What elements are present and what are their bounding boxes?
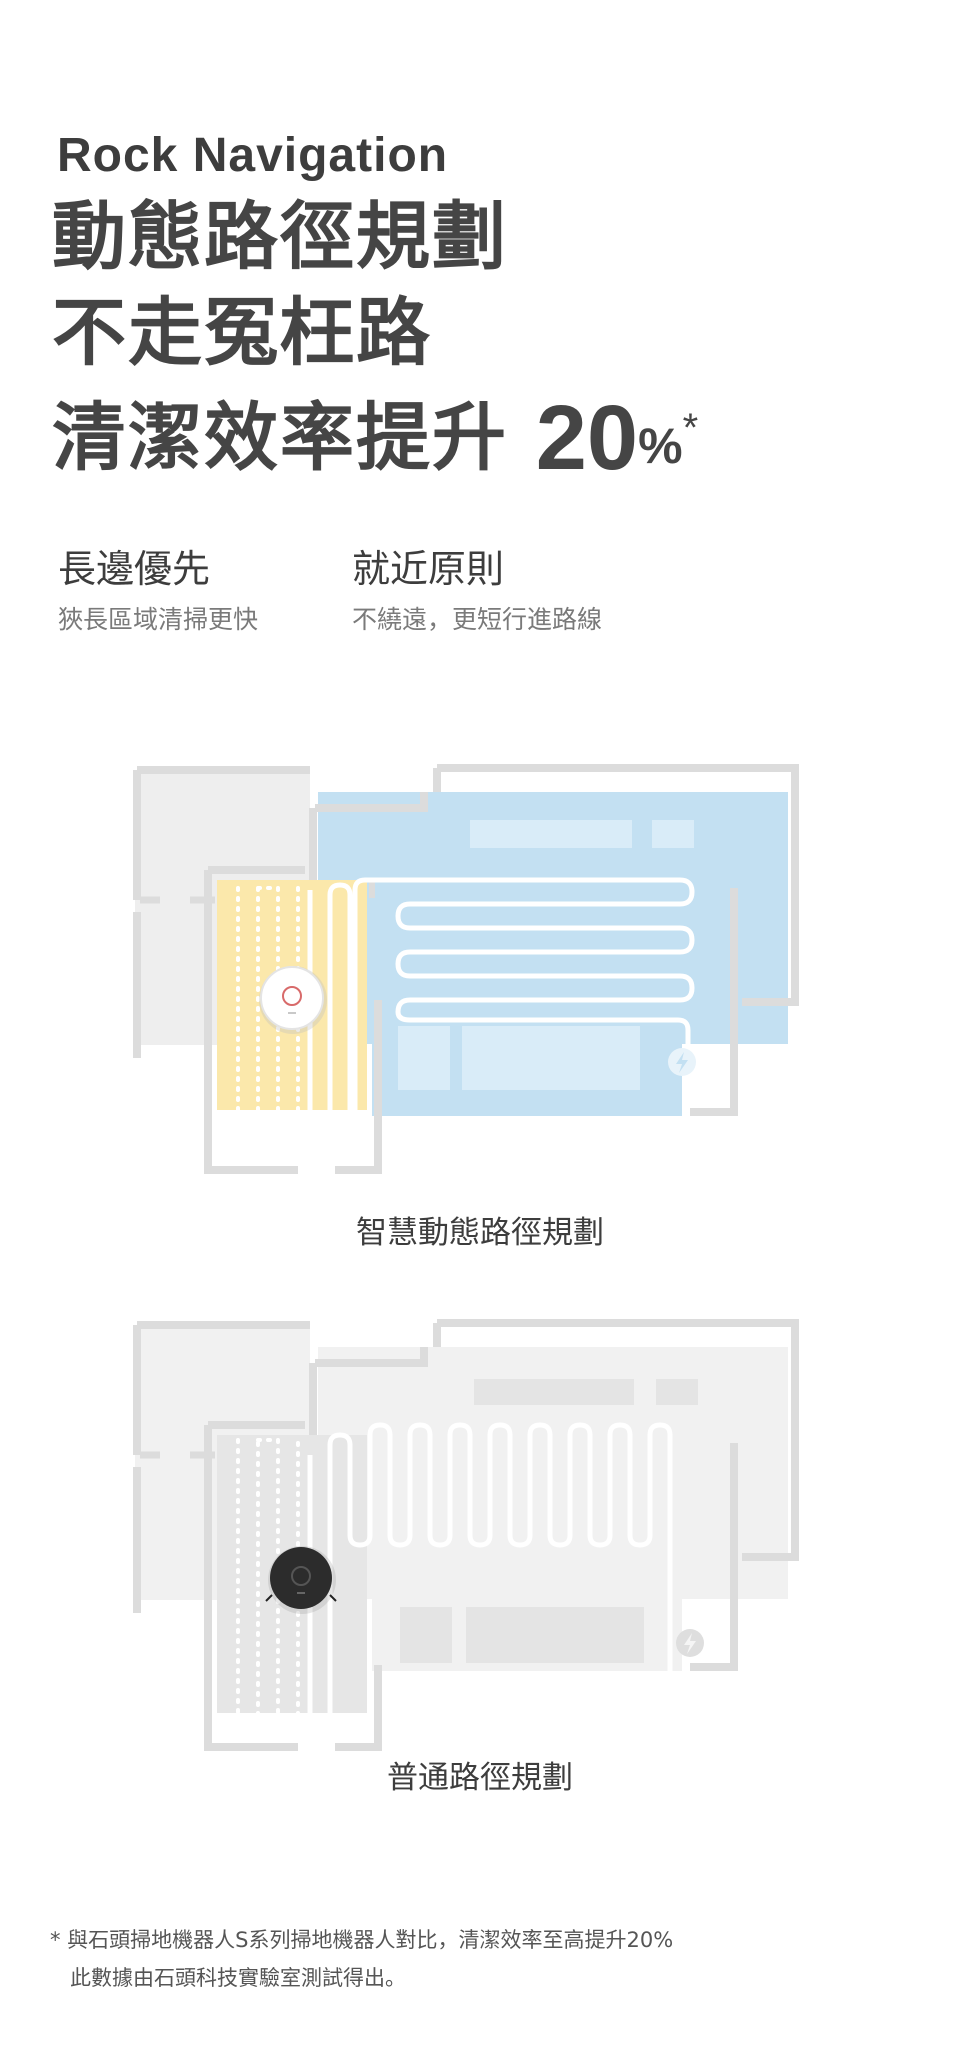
ordinary-path-map bbox=[133, 1319, 799, 1751]
headline-line-3-text: 清潔效率提升 bbox=[52, 395, 508, 481]
feature-title-long-edge: 長邊優先 bbox=[58, 547, 211, 591]
charging-dock-icon bbox=[676, 1629, 704, 1657]
headline-line-2: 不走冤枉路 bbox=[52, 290, 432, 376]
smart-path-map bbox=[133, 764, 799, 1174]
footnote-line-2: 此數據由石頭科技實驗室測試得出。 bbox=[70, 1966, 406, 1990]
charging-dock-icon bbox=[668, 1048, 696, 1076]
footnote-line-1: * 與石頭掃地機器人S系列掃地機器人對比，清潔效率至高提升20% bbox=[50, 1928, 674, 1952]
headline-number: 20 bbox=[535, 387, 639, 489]
feature-subtitle-long-edge: 狹長區域清掃更快 bbox=[58, 605, 259, 634]
headline-line-1: 動態路徑規劃 bbox=[52, 194, 508, 280]
robot-vacuum-white-icon bbox=[259, 966, 327, 1034]
eyebrow-title: Rock Navigation bbox=[57, 129, 449, 182]
feature-title-nearest: 就近原則 bbox=[352, 547, 505, 591]
robot-vacuum-black-icon bbox=[265, 1546, 337, 1614]
headline-percent: % bbox=[638, 418, 683, 474]
caption-smart-path: 智慧動態路徑規劃 bbox=[356, 1215, 604, 1251]
caption-ordinary-path: 普通路徑規劃 bbox=[387, 1760, 573, 1796]
headline-asterisk: * bbox=[682, 406, 699, 450]
feature-subtitle-nearest: 不繞遠，更短行進路線 bbox=[352, 605, 603, 634]
headline-line-3: 清潔效率提升 20%* bbox=[52, 392, 698, 484]
